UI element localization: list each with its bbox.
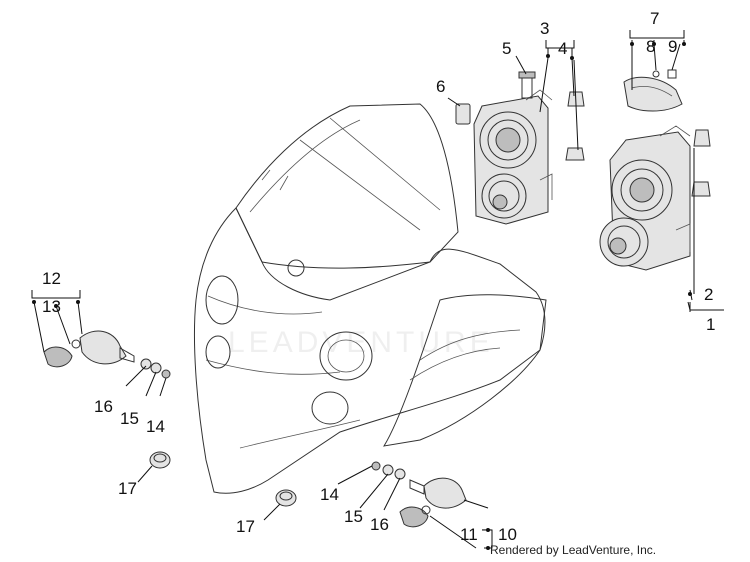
watermark: LEADVENTURE — [228, 326, 494, 359]
bulb-4 — [565, 91, 585, 161]
callout-9: 9 — [668, 37, 677, 56]
screw-5 — [518, 71, 536, 99]
bulbs-right — [691, 129, 711, 197]
callout-15-left: 15 — [120, 409, 139, 428]
callout-8: 8 — [646, 37, 655, 56]
turn-signal-left — [43, 330, 135, 368]
callout-16-right: 16 — [370, 515, 389, 534]
credit-text: Rendered by LeadVenture, Inc. — [490, 543, 656, 557]
grommet-17-right — [275, 489, 297, 507]
headlamp-assembly-right — [599, 125, 691, 271]
callout-11: 11 — [460, 525, 478, 544]
svg-text:–: – — [482, 519, 492, 538]
callout-17-right: 17 — [236, 517, 255, 536]
washers-right — [371, 461, 406, 480]
parking-lamp-7 — [623, 69, 683, 112]
callout-10: 10 — [498, 525, 517, 544]
callout-17-left: 17 — [118, 479, 137, 498]
grommet-17-left — [149, 451, 171, 469]
callout-3: 3 — [540, 19, 549, 38]
callout-14-right: 14 — [320, 485, 339, 504]
callout-16-left: 16 — [94, 397, 113, 416]
callout-13: 13 — [42, 297, 61, 316]
leader-lines — [31, 30, 724, 549]
headlamp-assembly-center — [473, 89, 553, 225]
callout-12: 12 — [42, 269, 61, 288]
callout-5: 5 — [502, 39, 511, 58]
callout-1: 1 — [706, 315, 715, 334]
callout-7: 7 — [650, 9, 659, 28]
callout-4: 4 — [558, 39, 567, 58]
callout-2: 2 — [704, 285, 713, 304]
turn-signal-right — [399, 477, 467, 528]
callout-15-right: 15 — [344, 507, 363, 526]
callout-labels: 3 4 5 6 7 8 9 2 1 12 13 16 15 14 17 17 1… — [42, 9, 715, 544]
callout-6: 6 — [436, 77, 445, 96]
washers-left — [140, 358, 171, 379]
front-fairing — [193, 103, 547, 494]
bracket-6 — [455, 103, 471, 125]
callout-dots — [32, 42, 692, 550]
callout-14-left: 14 — [146, 417, 165, 436]
